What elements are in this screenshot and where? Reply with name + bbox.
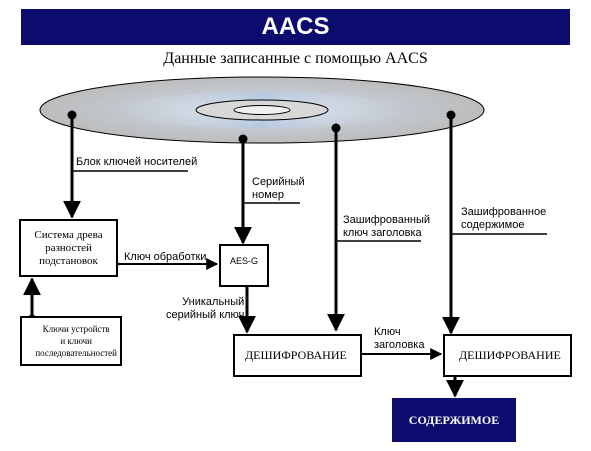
subset-tree-box: Система древа разностей подстановок (19, 219, 118, 277)
label-processing-key: Ключ обработки (124, 251, 207, 263)
decrypt-box-1: ДЕШИФРОВАНИЕ (233, 334, 362, 377)
label-title-key: Ключ заголовка (374, 326, 425, 351)
aes-g-box: AES-G (219, 244, 269, 287)
title-banner: AACS (21, 9, 570, 45)
subset-tree-label: Система древа разностей подстановок (34, 228, 103, 267)
page-title: AACS (261, 13, 330, 40)
label-serial-number: Серийный номер (252, 176, 305, 201)
decrypt-2-label: ДЕШИФРОВАНИЕ (459, 348, 561, 362)
label-media-key-block: Блок ключей носителей (76, 156, 198, 168)
aes-g-label: AES-G (229, 256, 258, 266)
label-unique-serial-key: Уникальный серийный ключ (166, 296, 245, 321)
label-encrypted-content: Зашифрованное содержимое (461, 206, 547, 231)
label-encrypted-title-key: Зашифрованный ключ заголовка (343, 214, 431, 239)
disc (39, 76, 485, 144)
page-subtitle: Данные записанные с помощью AACS (163, 50, 428, 67)
device-keys-label: Ключи устройств и ключи последовательнос… (35, 324, 117, 358)
decrypt-box-2: ДЕШИФРОВАНИЕ (443, 334, 572, 377)
decrypt-1-label: ДЕШИФРОВАНИЕ (245, 348, 347, 362)
content-label: СОДЕРЖИМОЕ (408, 412, 500, 427)
content-box: СОДЕРЖИМОЕ (392, 398, 516, 442)
device-keys-box: Ключи устройств и ключи последовательнос… (20, 316, 122, 366)
